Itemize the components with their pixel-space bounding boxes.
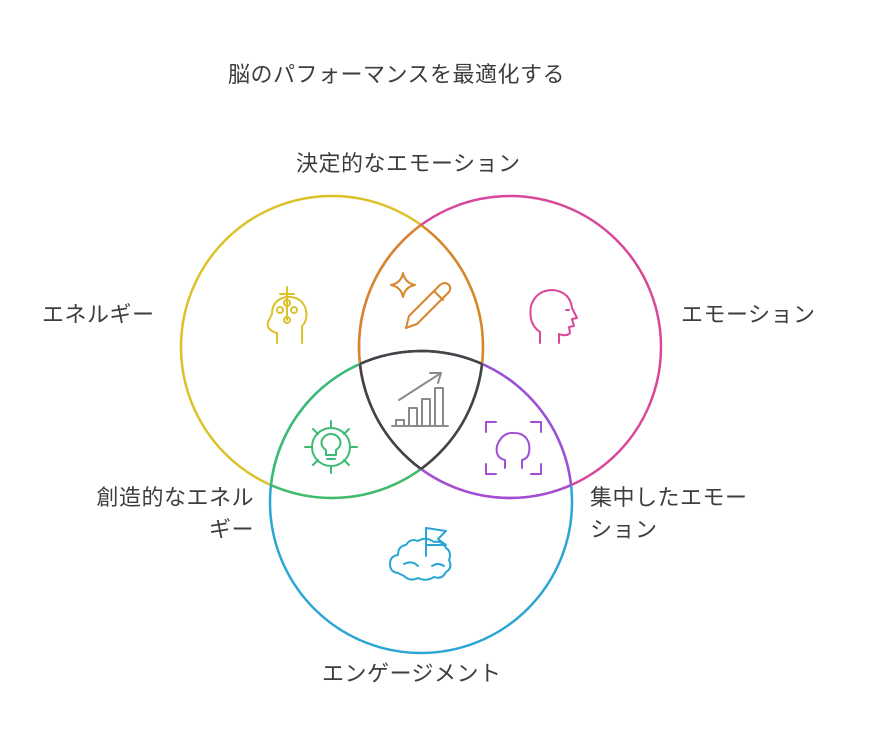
lightbulb-gear-icon bbox=[304, 420, 358, 474]
head-circuit-icon bbox=[266, 286, 308, 344]
center-outline-c bbox=[359, 351, 485, 498]
lens-focused-outline-b bbox=[357, 351, 572, 500]
label-decisive-emotion: 決定的なエモーション bbox=[296, 152, 521, 177]
lens-decisive-outline-b bbox=[359, 196, 485, 498]
label-engagement: エンゲージメント bbox=[322, 662, 502, 687]
head-profile-icon bbox=[529, 289, 578, 344]
circle-emotion bbox=[357, 194, 663, 500]
lens-decisive-outline-a bbox=[357, 196, 483, 498]
growth-chart-icon bbox=[391, 372, 449, 427]
brain-icon bbox=[389, 527, 452, 581]
label-energy: エネルギー bbox=[42, 303, 155, 328]
center-outline-a bbox=[359, 349, 483, 498]
lens-focused-outline-a bbox=[359, 349, 574, 498]
label-emotion: エモーション bbox=[681, 303, 816, 328]
label-creative-energy: 創造的なエネルギー bbox=[96, 486, 254, 543]
lens-creative-outline-b bbox=[270, 351, 485, 500]
center-outline-b bbox=[357, 351, 483, 498]
circle-energy bbox=[179, 194, 485, 500]
label-focused-emotion: 集中したエモーション bbox=[590, 486, 748, 543]
pencil-sparkle-icon bbox=[390, 272, 452, 329]
circle-engagement bbox=[268, 349, 574, 655]
user-focus-icon bbox=[485, 421, 542, 475]
lens-creative-outline-a bbox=[268, 349, 483, 498]
diagram-title: 脳のパフォーマンスを最適化する bbox=[228, 63, 566, 88]
